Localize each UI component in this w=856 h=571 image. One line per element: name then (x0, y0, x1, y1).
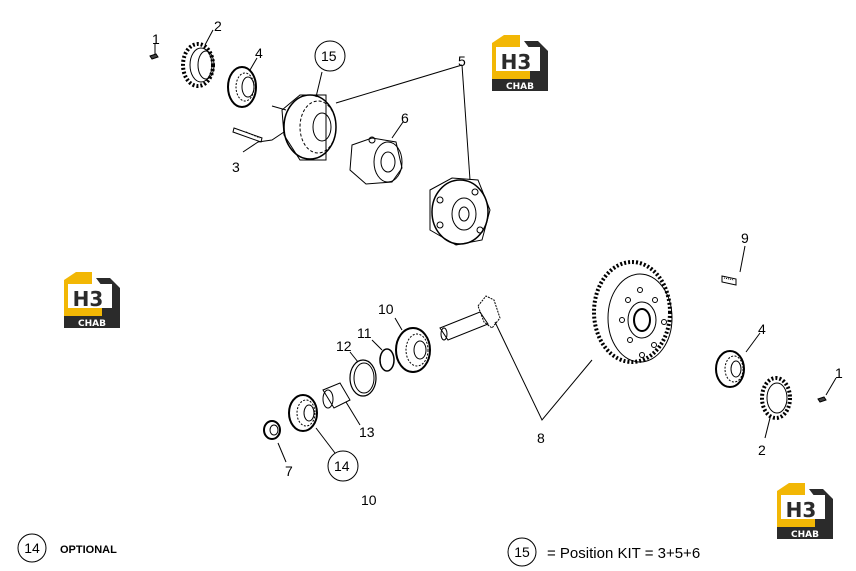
part-10-bearing-upper (394, 317, 431, 373)
part-1-screw-top (149, 43, 159, 60)
svg-text:H3: H3 (73, 287, 104, 311)
callout-12: 12 (336, 338, 352, 354)
callout-11: 11 (357, 325, 372, 341)
svg-text:H3: H3 (501, 50, 532, 74)
callout-1-top: 1 (152, 31, 160, 47)
callout-13: 13 (359, 424, 375, 440)
callout-9: 9 (741, 230, 749, 246)
callout-1-right: 1 (835, 365, 843, 381)
part-10-bearing-lower (288, 394, 336, 454)
svg-text:H3: H3 (786, 498, 817, 522)
svg-text:OPTIONAL: OPTIONAL (60, 544, 117, 556)
part-3-bolt (232, 127, 285, 153)
callout-10-lower: 10 (361, 492, 377, 508)
callout-circle-15 (314, 40, 346, 72)
watermark-logo-left: H3 CHAB (64, 272, 120, 329)
svg-text:= Position KIT = 3+5+6: = Position KIT = 3+5+6 (547, 545, 700, 562)
callout-2-right: 2 (758, 442, 766, 458)
svg-text:CHAB: CHAB (791, 530, 819, 540)
watermark-logo-bottom: H3 CHAB (777, 483, 833, 540)
part-9-bolt (721, 245, 746, 286)
part-13-spacer (322, 382, 361, 426)
callout-5: 5 (458, 53, 466, 69)
callout-8: 8 (537, 430, 545, 446)
watermark-logo-top: H3 CHAB (492, 35, 548, 92)
part-2-ring-top (181, 29, 215, 88)
part-4-bearing-top (227, 57, 258, 108)
svg-text:15: 15 (514, 544, 530, 560)
part-15-housing (271, 71, 337, 161)
callout-circle-14 (327, 450, 359, 482)
part-1-screw-right (817, 377, 837, 403)
part-7-nut (263, 420, 287, 463)
callout-7: 7 (285, 463, 293, 479)
callout-4-right: 4 (758, 321, 766, 337)
callout-2-top: 2 (214, 18, 222, 34)
part-12-shim (349, 351, 377, 397)
part-5-housing-half (335, 64, 491, 246)
callout-15: 15 (321, 48, 337, 64)
part-2-ring-right (760, 376, 792, 439)
svg-text:14: 14 (24, 540, 40, 556)
callout-4-top: 4 (255, 45, 263, 61)
part-8-ring-gear (592, 260, 673, 364)
callout-6: 6 (401, 110, 409, 126)
callout-14: 14 (334, 458, 350, 474)
part-8-pinion-shaft (439, 295, 501, 341)
part-6-case (349, 121, 404, 185)
legend-optional: 14 OPTIONAL (17, 533, 117, 563)
callout-3: 3 (232, 159, 240, 175)
part-11-circlip (371, 339, 395, 372)
callout-10-upper: 10 (378, 301, 394, 317)
legend-kit: 15 = Position KIT = 3+5+6 (507, 537, 700, 567)
svg-text:CHAB: CHAB (506, 82, 534, 92)
leader-8 (494, 321, 593, 421)
part-4-bearing-right (715, 332, 761, 388)
svg-text:CHAB: CHAB (78, 319, 106, 329)
